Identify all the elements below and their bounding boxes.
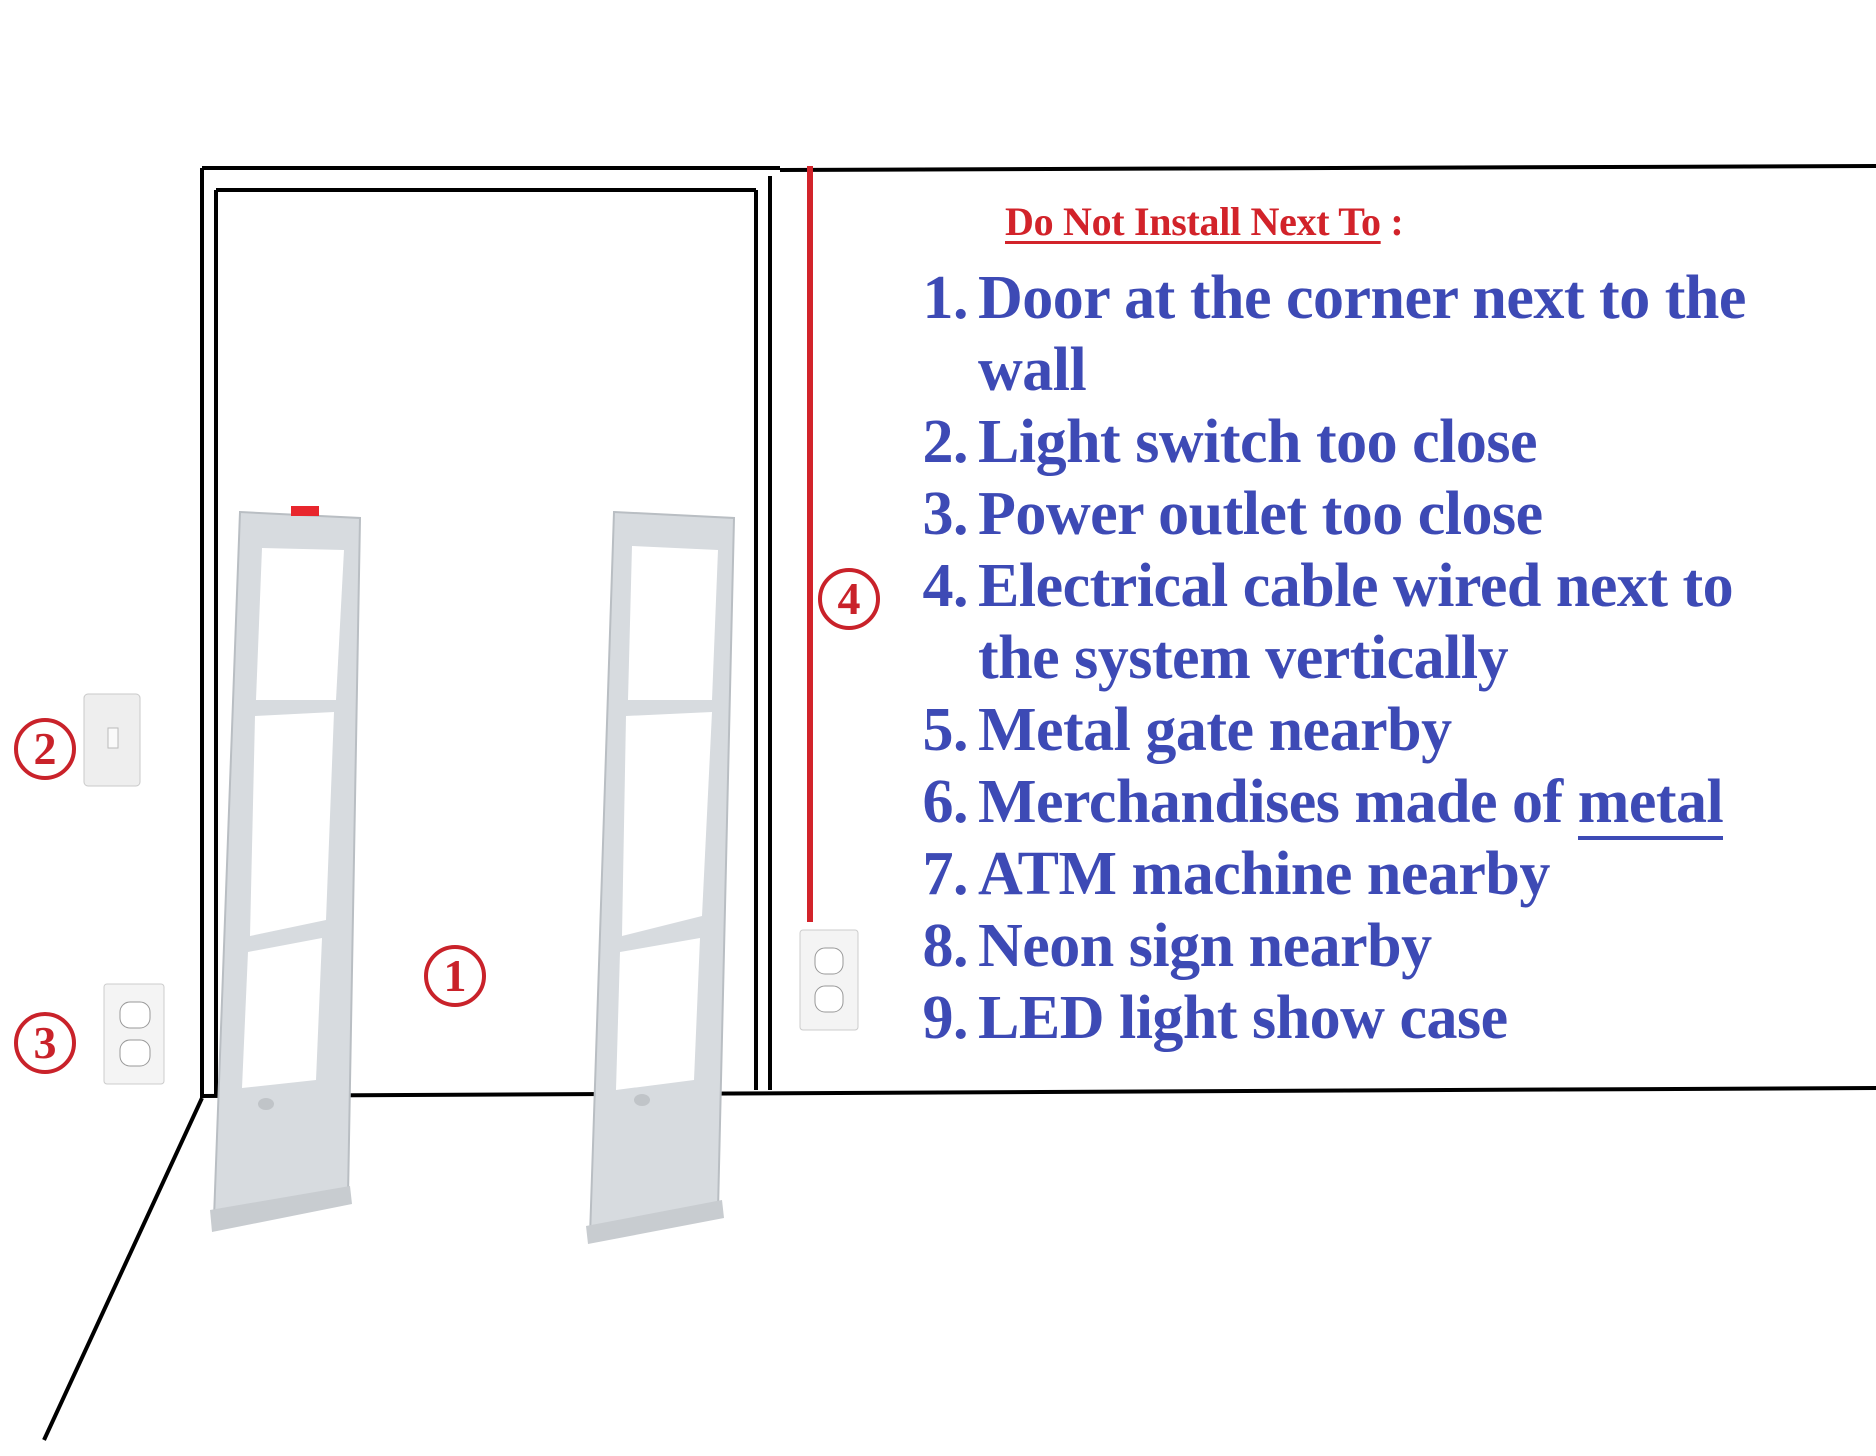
list-item: 6.Merchandises made of metal [900,766,1746,840]
warning-list: 1.Door at the corner next to the wall 2.… [900,262,1747,1054]
power-outlet-icon-right [799,929,859,1031]
eas-gate-left [210,506,362,1232]
page-title: Do Not Install Next To : [1005,198,1404,245]
marker-1: 1 [424,945,486,1007]
list-item: 1.Door at the corner next to the wall [922,264,1747,404]
marker-4: 4 [818,568,880,630]
list-item: 5.Metal gate nearby [922,696,1453,764]
heading-colon: : [1380,199,1404,244]
room-lines [42,164,1876,1441]
eas-gate-right [586,510,736,1244]
heading-text: Do Not Install Next To [1005,199,1381,244]
list-item: 9.LED light show case [922,984,1509,1052]
light-switch-icon [83,693,141,787]
list-item: 7.ATM machine nearby [922,840,1551,908]
list-item: 8.Neon sign nearby [922,912,1433,980]
power-outlet-icon-left [103,983,165,1085]
emphasis-metal: metal [1577,768,1724,840]
list-item: 3.Power outlet too close [922,480,1544,548]
marker-2: 2 [14,718,76,780]
list-item: 2.Light switch too close [922,408,1538,476]
list-item: 4.Electrical cable wired next to the sys… [922,552,1734,692]
marker-3: 3 [14,1012,76,1074]
